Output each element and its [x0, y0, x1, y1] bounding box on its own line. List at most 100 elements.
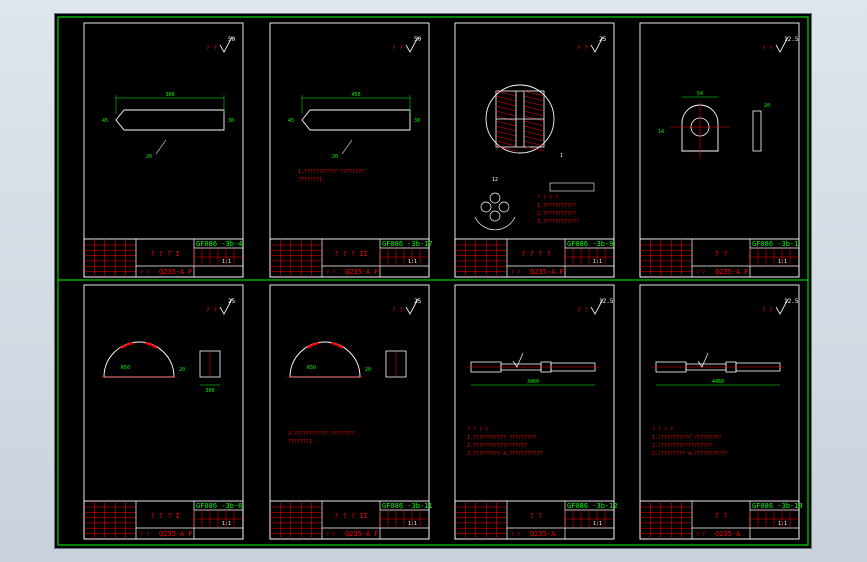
title-block-frame — [454, 238, 615, 278]
title-block: ? ? ? II GF086 -3b-11 1:1 ? ? Q235-A F — [269, 500, 433, 540]
hatch — [495, 135, 517, 142]
title-block-frame — [639, 238, 800, 278]
roughness-value: 25 — [599, 36, 607, 43]
drawing-code: GF086 -3b-9 — [567, 240, 613, 248]
dim-side: 300 — [205, 388, 214, 394]
part-name: ? ? — [715, 512, 728, 520]
tech-note: 3.???????????? — [537, 219, 579, 225]
hatch — [495, 110, 517, 117]
title-mark: ? ? — [140, 532, 149, 538]
part-callout: 1 — [560, 153, 563, 159]
roughness-value: 25 — [228, 298, 236, 305]
roughness-symbol — [405, 298, 419, 315]
roughness-prefix: ? ? — [577, 307, 588, 314]
detail-hole — [480, 201, 492, 213]
material: Q235-A — [530, 530, 556, 538]
title-block: ? ?GF086 -3b-11:1? ?Q235-A F — [639, 238, 800, 278]
hatch — [495, 90, 517, 97]
drawing-scale: 1:1 — [593, 259, 602, 265]
hatch — [495, 130, 517, 137]
hatch — [523, 115, 545, 122]
drawing-scale: 1:1 — [408, 521, 417, 527]
roughness-prefix: ? ? — [762, 307, 773, 314]
hatch — [495, 115, 517, 122]
note-box — [549, 182, 595, 192]
hatch — [523, 105, 545, 112]
arch-outline — [289, 341, 361, 378]
title-block-frame — [454, 500, 615, 540]
part-name: ? ? — [530, 512, 543, 520]
dim-chamfer: 20 — [146, 154, 152, 160]
hatch — [523, 145, 545, 152]
roughness-value: 50 — [414, 36, 422, 43]
drawing-scale: 1:1 — [593, 521, 602, 527]
dim-height: 30 — [414, 118, 420, 124]
title-block-frame — [269, 500, 430, 540]
material: Q235-A F — [159, 268, 193, 276]
title-mark: ? ? — [511, 532, 520, 538]
roughness-value: 12.5 — [599, 298, 614, 305]
tech-note: 3.??????????? ???????? — [288, 431, 354, 437]
hatch — [495, 105, 517, 112]
roughness-symbol — [590, 298, 604, 315]
arch-notch — [306, 342, 320, 349]
tech-note: 3.????????? 4.??????????? — [467, 451, 542, 457]
tech-note: 3.????????? 4.??????????? — [652, 451, 727, 457]
hatch — [495, 100, 517, 107]
tech-note: 1.??????????? ????????? — [652, 435, 721, 441]
tech-note: ? ? ? ? — [652, 427, 673, 433]
title-block-frame — [269, 238, 430, 278]
roughness-value: 25 — [414, 298, 422, 305]
dim-length: 300 — [165, 92, 174, 98]
material: Q235-A F — [345, 530, 379, 538]
view-label: 12 — [492, 177, 498, 183]
title-mark: ? ? — [326, 270, 335, 276]
side-view — [752, 110, 762, 152]
roughness-symbol — [590, 36, 604, 53]
material: Q235-A F — [345, 268, 379, 276]
title-block-frame — [639, 500, 800, 540]
dim-length: 450 — [351, 92, 360, 98]
drawing-scale: 1:1 — [222, 259, 231, 265]
title-block: ? ? ? ?GF086 -3b-91:1? ?Q235-A F — [454, 238, 615, 278]
roughness-prefix: ? ? — [577, 45, 588, 52]
material: Q235-A F — [715, 268, 749, 276]
roughness-mark — [697, 352, 709, 368]
hatch — [495, 145, 517, 152]
title-block: ? ? GF086 -3b-12 1:1 ? ? Q235-A — [454, 500, 618, 540]
hatch — [523, 125, 545, 132]
drawing-code: GF086 -3b-11 — [382, 502, 433, 510]
dim-thickness: 20 — [764, 103, 770, 109]
drawing-code: GF086 -3b-18 — [752, 502, 803, 510]
dim-height: 14 — [658, 129, 664, 135]
drawing-scale: 1:1 — [778, 521, 787, 527]
drawing-code: GF086 -3b-1 — [752, 240, 798, 248]
roughness-symbol — [405, 36, 419, 53]
bar-outline — [301, 109, 411, 131]
roughness-value: 12.5 — [784, 36, 799, 43]
drawing-code: GF086 -3b-4 — [196, 240, 242, 248]
title-mark: ? ? — [326, 532, 335, 538]
drawing-scale: 1:1 — [408, 259, 417, 265]
drawing-code: GF086 -3b-6 — [196, 502, 242, 510]
arch-notch — [144, 342, 158, 349]
drawing-code: GF086 -3b-12 — [567, 502, 618, 510]
hatch — [523, 130, 545, 137]
dim-width: 54 — [697, 91, 703, 97]
roughness-value: 50 — [228, 36, 236, 43]
dim-angle: 45 — [288, 118, 294, 124]
roughness-prefix: ? ? — [206, 45, 217, 52]
material: Q235-A — [715, 530, 741, 538]
hatch — [523, 110, 545, 117]
detail-hole — [498, 201, 510, 213]
part-name: ? ? ? II — [334, 512, 368, 520]
tech-note: 2.?????????????????? — [652, 443, 712, 449]
dim-height: 20 — [179, 367, 185, 373]
title-block-frame — [83, 238, 244, 278]
